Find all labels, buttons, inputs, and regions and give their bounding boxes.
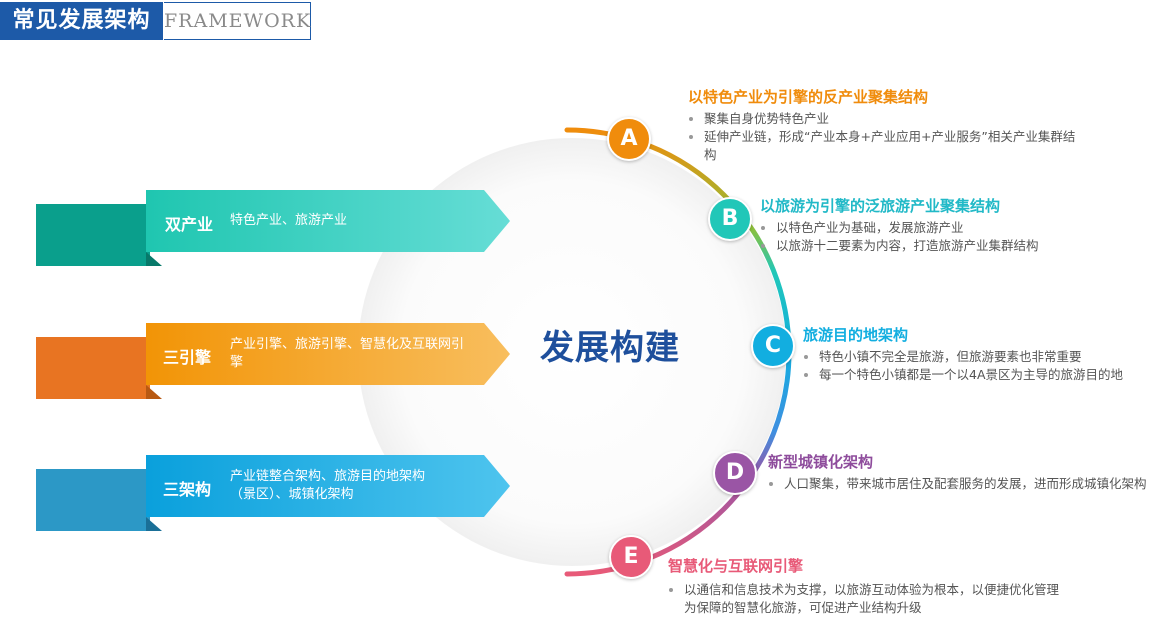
badge-e: E — [609, 535, 653, 579]
left-item-label-1: 双产业 — [165, 215, 214, 234]
item-a-title: 以特色产业为引擎的反产业聚集结构 — [688, 88, 929, 106]
ribbon-dual-industry — [36, 190, 510, 266]
item-c-bullet-2: 每一个特色小镇都是一个以4A景区为主导的旅游目的地 — [803, 366, 1163, 384]
item-c-bullet-1: 特色小镇不完全是旅游，但旅游要素也非常重要 — [803, 348, 1163, 366]
left-item-label-3: 三架构 — [163, 480, 212, 499]
item-b-bullet-2: 以旅游十二要素为内容，打造旅游产业集群结构 — [760, 237, 1120, 255]
item-a-bullet-1: 聚集自身优势特色产业 — [688, 110, 1083, 128]
item-e-title: 智慧化与互联网引擎 — [668, 557, 804, 575]
center-title: 发展构建 — [540, 328, 680, 368]
item-e-bullet-1: 以通信和信息技术为支撑，以旅游互动体验为根本，以便捷优化管理为保障的智慧化旅游，… — [668, 581, 1063, 617]
ribbon-three-engines — [36, 323, 510, 399]
item-b-title: 以旅游为引擎的泛旅游产业聚集结构 — [760, 197, 1001, 215]
item-c-bullets: 特色小镇不完全是旅游，但旅游要素也非常重要 每一个特色小镇都是一个以4A景区为主… — [803, 348, 1163, 384]
item-d-title: 新型城镇化架构 — [768, 453, 874, 471]
page-subtitle: FRAMEWORK — [164, 2, 311, 40]
item-a-bullet-2: 延伸产业链，形成“产业本身+产业应用+产业服务”相关产业集群结构 — [688, 128, 1083, 164]
left-item-desc-1: 特色产业、旅游产业 — [230, 213, 348, 228]
left-item-desc-2: 产业引擎、旅游引擎、智慧化及互联网引擎 — [230, 337, 465, 370]
item-e-bullets: 以通信和信息技术为支撑，以旅游互动体验为根本，以便捷优化管理为保障的智慧化旅游，… — [668, 581, 1063, 617]
badge-a: A — [607, 117, 651, 161]
item-b-bullets: 以特色产业为基础，发展旅游产业 以旅游十二要素为内容，打造旅游产业集群结构 — [760, 219, 1120, 255]
page-title: 常见发展架构 — [0, 2, 163, 40]
item-d-bullet-1: 人口聚集，带来城市居住及配套服务的发展，进而形成城镇化架构 — [768, 475, 1163, 493]
item-c-title: 旅游目的地架构 — [803, 326, 909, 344]
badge-c: C — [751, 324, 795, 368]
badge-d: D — [713, 451, 757, 495]
left-item-label-2: 三引擎 — [163, 348, 212, 367]
left-item-desc-3: 产业链整合架构、旅游目的地架构（景区）、城镇化架构 — [230, 469, 426, 502]
item-a-bullets: 聚集自身优势特色产业 延伸产业链，形成“产业本身+产业应用+产业服务”相关产业集… — [688, 110, 1083, 164]
badge-b: B — [708, 197, 752, 241]
item-d-bullets: 人口聚集，带来城市居住及配套服务的发展，进而形成城镇化架构 — [768, 475, 1163, 493]
ribbon-three-frameworks — [36, 455, 510, 531]
item-b-bullet-1: 以特色产业为基础，发展旅游产业 — [760, 219, 1120, 237]
